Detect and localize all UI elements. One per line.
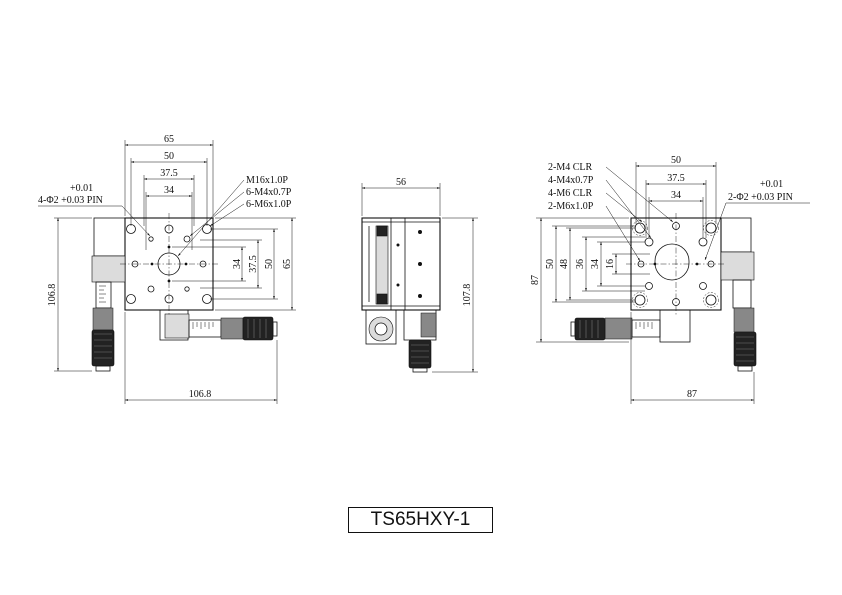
bottom-x-thimble: [604, 317, 633, 340]
side-roller-bottom: [376, 293, 388, 305]
bottom-y-bracket: [720, 217, 752, 253]
front-top-dims: 65 50 37.5 34: [124, 134, 214, 250]
side-y-label: [420, 312, 437, 338]
bottom-y-sleeve: [732, 279, 752, 309]
bottom-y-thimble: [733, 307, 755, 333]
bottom-x-knob: [574, 317, 606, 341]
dim-front-34: 34: [164, 185, 174, 196]
callout-2-m6: 2-M6x1.0P: [548, 201, 594, 212]
side-cross-roller: [375, 225, 389, 305]
front-y-thimble: [92, 307, 114, 331]
bottom-pin-tolerance: +0.01: [760, 179, 783, 190]
side-x-bracket: [365, 309, 397, 345]
dim-bottom-50: 50: [671, 155, 681, 166]
dim-front-65v: 65: [282, 259, 293, 269]
side-roller-top: [376, 225, 388, 237]
dim-front-50v: 50: [264, 259, 275, 269]
dim-bottom-48v: 48: [559, 259, 570, 269]
dim-front-37-5: 37.5: [160, 168, 178, 179]
front-y-knob: [91, 329, 115, 367]
bottom-x-knurl: [579, 320, 599, 338]
front-pin-note: 4-Φ2 +0.03 PIN: [38, 195, 103, 206]
bottom-holes: [632, 220, 719, 308]
dim-bottom-37-5: 37.5: [667, 173, 685, 184]
dim-front-65: 65: [164, 134, 174, 145]
bottom-x-cap: [570, 321, 576, 337]
dim-front-106-8h: 106.8: [189, 389, 212, 400]
front-x-thimble: [220, 317, 244, 340]
front-x-block: [164, 313, 190, 339]
side-y-knob: [408, 339, 432, 369]
dim-bottom-50v: 50: [545, 259, 556, 269]
dim-side-107-8: 107.8: [462, 284, 473, 307]
side-view: 56 107.8: [361, 177, 478, 373]
front-y-cap: [95, 365, 111, 372]
bottom-view: 50 37.5 34 50 48 36 34 16: [530, 155, 810, 404]
callout-2-m4-clr: 2-M4 CLR: [548, 162, 593, 173]
dim-front-50: 50: [164, 151, 174, 162]
dim-bottom-36v: 36: [575, 259, 586, 269]
side-body: [361, 217, 441, 311]
bottom-x-bracket: [659, 309, 691, 343]
dim-side-56: 56: [396, 177, 406, 188]
callout-4-m4: 4-M4x0.7P: [548, 175, 594, 186]
dim-front-37-5v: 37.5: [248, 255, 259, 273]
front-view: 65 50 37.5 34 65 50 37.5 34: [38, 134, 296, 404]
bottom-y-cap: [737, 365, 753, 372]
front-callouts: M16x1.0P 6-M4x0.7P 6-M6x1.0P +0.01 4-Φ2 …: [38, 175, 292, 257]
dim-bottom-16v: 16: [605, 259, 616, 269]
side-y-knurl: [411, 344, 429, 364]
callout-6-m4: 6-M4x0.7P: [246, 187, 292, 198]
front-y-bracket: [93, 217, 126, 257]
bottom-y-block: [720, 251, 755, 281]
callout-4-m6-clr: 4-M6 CLR: [548, 188, 593, 199]
bottom-overall-dims: 87 87: [530, 217, 755, 404]
dim-front-34v: 34: [232, 259, 243, 269]
side-y-cap: [412, 367, 428, 373]
dim-bottom-87h: 87: [687, 389, 697, 400]
front-x-knob: [242, 316, 274, 341]
dim-bottom-34v: 34: [590, 259, 601, 269]
front-x-scale: [192, 322, 214, 329]
bottom-pin-note: 2-Φ2 +0.03 PIN: [728, 192, 793, 203]
bottom-y-knurl: [736, 336, 754, 362]
callout-m16: M16x1.0P: [246, 175, 288, 186]
dim-front-106-8v: 106.8: [47, 284, 58, 307]
front-right-dims: 65 50 37.5 34: [172, 217, 296, 311]
bottom-left-dims: 50 48 36 34 16: [545, 225, 650, 303]
callout-6-m6: 6-M6x1.0P: [246, 199, 292, 210]
dim-bottom-34: 34: [671, 190, 681, 201]
front-x-knurl: [247, 319, 267, 338]
front-y-scale: [99, 285, 106, 303]
front-pin-tolerance: +0.01: [70, 183, 93, 194]
front-y-knurl: [94, 333, 112, 359]
dim-bottom-87v: 87: [530, 275, 541, 285]
front-overall-dims: 106.8 106.8: [47, 217, 278, 404]
bottom-oval-slot: [654, 243, 690, 281]
front-y-block: [91, 255, 126, 283]
bottom-top-dims: 50 37.5 34: [635, 155, 717, 238]
bottom-x-scale: [635, 322, 653, 329]
model-title: TS65HXY-1: [348, 507, 493, 533]
front-x-cap: [272, 321, 278, 337]
bottom-callouts: 2-M4 CLR 4-M4x0.7P 4-M6 CLR 2-M6x1.0P +0…: [548, 162, 810, 262]
